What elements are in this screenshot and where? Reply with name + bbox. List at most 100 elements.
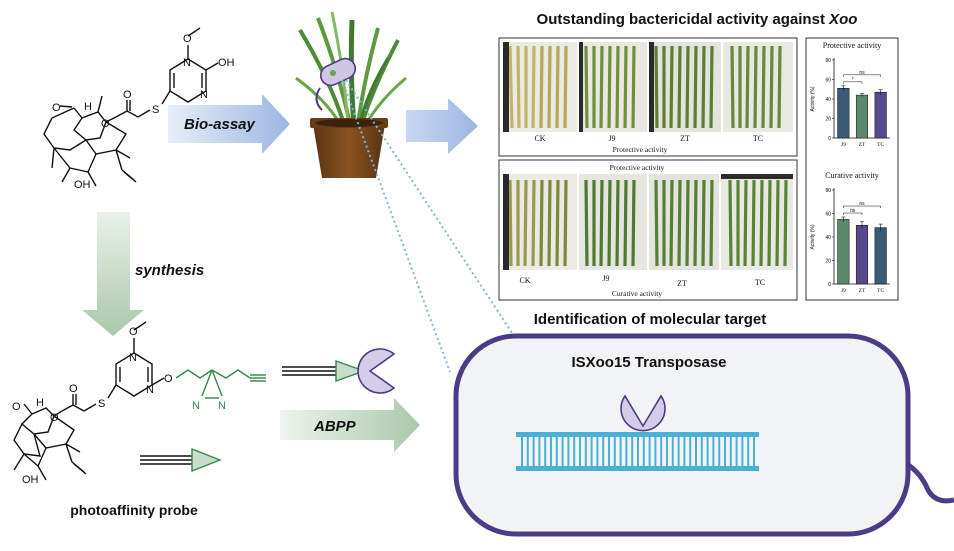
probe-linker <box>175 369 266 399</box>
bar <box>855 225 869 285</box>
group-label: ZT <box>677 279 687 288</box>
y-tick-label: 0 <box>828 136 831 142</box>
transposase-label: ISXoo15 Transposase <box>571 354 726 371</box>
probe-label: photoaffinity probe <box>70 502 198 518</box>
significance-bracket <box>843 81 863 84</box>
x-tick-label: J9 <box>841 142 846 148</box>
abpp-arrow <box>280 398 420 452</box>
y-tick-label: 0 <box>828 282 831 288</box>
dna-double-strand <box>516 432 759 471</box>
atom-label: O <box>123 89 132 101</box>
significance-label: * <box>852 77 854 83</box>
y-tick-label: 60 <box>825 212 831 218</box>
atom-label: O <box>129 326 138 338</box>
chart-title: Protective activity <box>823 41 881 50</box>
flower-pot <box>313 124 385 178</box>
compound-atom-labels: O OH N N S O H O O OH <box>52 33 235 191</box>
atom-label: O <box>69 383 78 395</box>
bioassay-arrow <box>168 94 290 154</box>
atom-label: O <box>101 118 110 130</box>
group-label: J9 <box>602 274 609 283</box>
compound-structure <box>43 27 219 187</box>
y-tick-label: 60 <box>825 78 831 84</box>
atom-label: OH <box>22 474 39 486</box>
atom-label: S <box>98 398 105 410</box>
y-tick-label: 20 <box>825 259 831 265</box>
y-tick-label: 40 <box>825 97 831 103</box>
leaf-photo-panel-curative: Protective activity CK J9 ZT TC Curative… <box>498 159 798 301</box>
synthesis-label: synthesis <box>135 262 204 279</box>
headline: Outstanding bactericidal activity agains… <box>537 11 858 28</box>
bar <box>837 219 850 285</box>
y-tick-label: 40 <box>825 235 831 241</box>
significance-bracket <box>843 212 863 216</box>
abpp-label: ABPP <box>313 418 357 435</box>
group-label: ZT <box>680 134 690 143</box>
bacterium-icon <box>315 57 357 111</box>
panel-caption: Curative activity <box>612 289 662 298</box>
atom-label: H <box>36 397 44 409</box>
photoaffinity-probe-structure <box>13 321 165 481</box>
x-tick-label: TC <box>877 142 884 148</box>
atom-label: O <box>183 33 192 45</box>
panel-caption: Protective activity <box>613 145 668 154</box>
group-label: CK <box>534 134 545 143</box>
significance-bracket <box>843 205 881 209</box>
atom-label: OH <box>74 179 91 191</box>
y-axis-label: Activity (%) <box>810 86 816 111</box>
group-label: J9 <box>608 134 615 143</box>
significance-bracket <box>843 74 881 77</box>
significance-label: ns <box>859 70 865 76</box>
target-protein-icon <box>357 348 396 394</box>
atom-label: H <box>84 101 92 113</box>
y-tick-label: 20 <box>825 117 831 123</box>
group-label: CK <box>519 276 530 285</box>
x-tick-label: ZT <box>859 288 866 294</box>
atom-label: O <box>50 412 59 424</box>
atom-label: N <box>218 400 226 412</box>
rice-plant-illustration <box>295 11 407 178</box>
group-label: TC <box>753 134 763 143</box>
atom-label: O <box>52 102 61 114</box>
y-axis-label: Activity (%) <box>810 224 816 249</box>
y-tick-label: 80 <box>825 58 831 64</box>
connector-dotted-line <box>341 79 451 373</box>
bar <box>837 88 850 139</box>
leaf-photo-panel-protective: CK J9 ZT TC Protective activity <box>498 37 798 157</box>
chart-title: Curative activity <box>825 171 879 180</box>
probe-atom-labels: O N N O S O H O O OH N N <box>12 326 226 486</box>
atom-label: N <box>146 384 154 396</box>
synthesis-arrow <box>82 212 144 336</box>
atom-label: N <box>129 352 137 364</box>
result-arrow <box>406 98 478 154</box>
bacterial-cell: ISXoo15 Transposase <box>453 333 954 537</box>
x-tick-label: TC <box>877 288 884 294</box>
atom-label: N <box>200 89 208 101</box>
bar <box>855 94 869 139</box>
atom-label: OH <box>218 57 235 69</box>
probe-schematic-icon <box>282 348 396 394</box>
significance-label: ns <box>850 208 856 214</box>
bar <box>874 227 887 285</box>
x-tick-label: J9 <box>841 288 846 294</box>
group-label: TC <box>755 278 765 287</box>
transposase-protein <box>620 394 666 432</box>
bioassay-label: Bio-assay <box>184 116 256 133</box>
atom-label: S <box>152 104 159 116</box>
bar <box>874 91 887 139</box>
significance-label: ns <box>859 201 865 207</box>
target-title: Identification of molecular target <box>534 311 767 328</box>
x-tick-label: ZT <box>859 142 866 148</box>
atom-label: N <box>183 57 191 69</box>
y-tick-label: 80 <box>825 188 831 194</box>
atom-label: O <box>12 401 21 413</box>
atom-label: O <box>164 373 173 385</box>
probe-schematic-icon <box>140 447 222 473</box>
panel-caption: Protective activity <box>610 163 665 172</box>
atom-label: N <box>192 400 200 412</box>
